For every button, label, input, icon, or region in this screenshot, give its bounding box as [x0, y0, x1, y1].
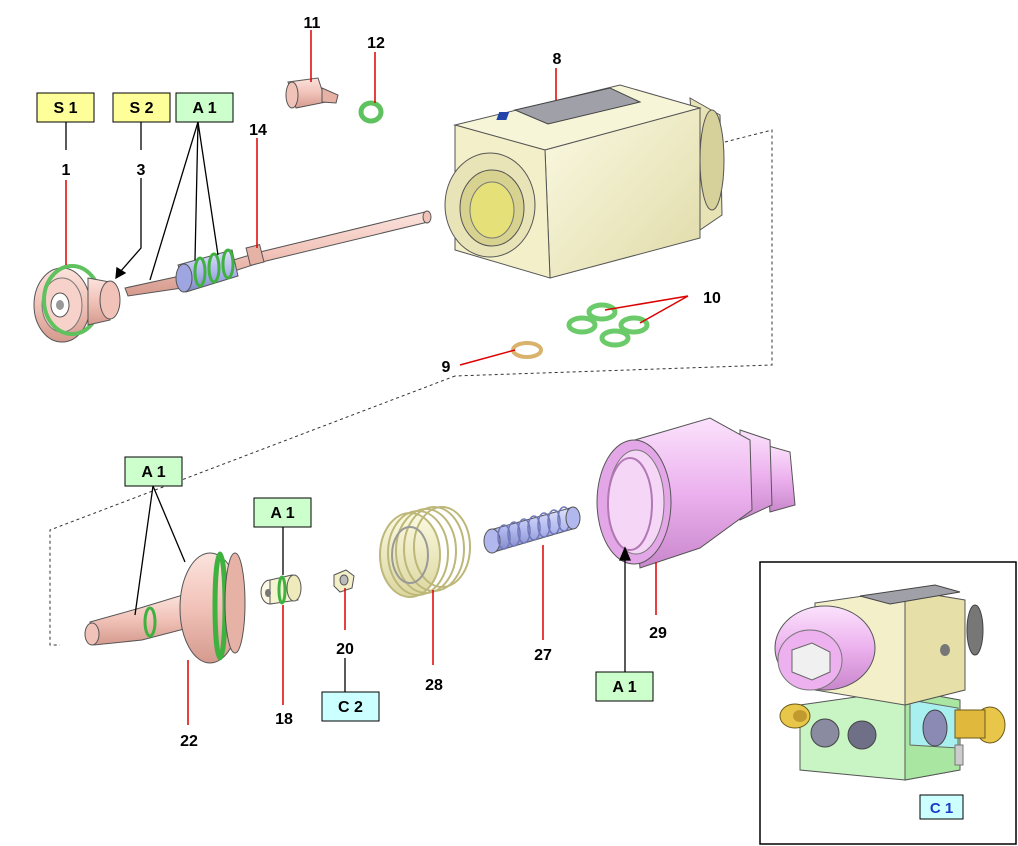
part-1-end-cap — [33, 264, 121, 343]
part-number-8: 8 — [553, 51, 562, 68]
svg-text:A 1: A 1 — [141, 464, 165, 481]
part-number-11: 11 — [304, 15, 321, 32]
part-number-12: 12 — [367, 35, 385, 52]
tag-a1-top: A 1 — [175, 92, 234, 123]
part-number-10: 10 — [703, 290, 721, 307]
svg-text:A 1: A 1 — [612, 679, 636, 696]
svg-text:A 1: A 1 — [192, 100, 216, 117]
leader-lines-red — [65, 30, 689, 725]
part-22-piston — [84, 551, 246, 664]
part-number-28: 28 — [425, 677, 443, 694]
part-number-29: 29 — [649, 625, 667, 642]
tag-c2: C 2 — [321, 691, 380, 722]
tag-s1: S 1 — [36, 92, 95, 123]
part-number-27: 27 — [534, 647, 552, 664]
tag-a1-mid: A 1 — [253, 497, 312, 528]
part-number-18: 18 — [275, 711, 293, 728]
part-20-nut — [333, 569, 355, 593]
part-a1-seal-spool — [175, 248, 239, 293]
tag-a1-left: A 1 — [124, 456, 183, 487]
part-28-yellow-spring — [379, 506, 471, 598]
part-number-1: 1 — [62, 162, 71, 179]
part-number-3: 3 — [137, 162, 146, 179]
part-number-9: 9 — [442, 359, 451, 376]
part-10-seals — [566, 302, 650, 348]
part-12-small-seal — [358, 100, 384, 124]
part-number-22: 22 — [180, 733, 198, 750]
tag-c1: C 1 — [930, 800, 953, 817]
tag-s2: S 2 — [112, 92, 171, 123]
part-number-20: 20 — [336, 641, 354, 658]
part-18-small-spool — [260, 574, 302, 605]
part-number-14: 14 — [249, 122, 267, 139]
part-14-long-stem — [124, 210, 432, 297]
svg-text:A 1: A 1 — [270, 505, 294, 522]
part-27-blue-spring — [483, 506, 581, 554]
tag-a1-bottom: A 1 — [595, 671, 654, 702]
part-11-small-fitting — [285, 77, 339, 109]
part-8-valve-block — [444, 84, 725, 279]
part-29-violet-housing — [596, 417, 796, 569]
svg-text:S 2: S 2 — [129, 100, 153, 117]
assembled-view-inset: C 1 — [759, 561, 1017, 845]
svg-text:S 1: S 1 — [53, 100, 77, 117]
part-9-washer — [511, 341, 543, 359]
assembly-dashed-outline — [49, 129, 773, 646]
part-number-labels: 1 3 8 9 10 11 12 14 18 20 22 27 28 29 — [62, 15, 721, 750]
tag-c1-box — [919, 794, 964, 820]
svg-text:C 2: C 2 — [338, 699, 363, 716]
